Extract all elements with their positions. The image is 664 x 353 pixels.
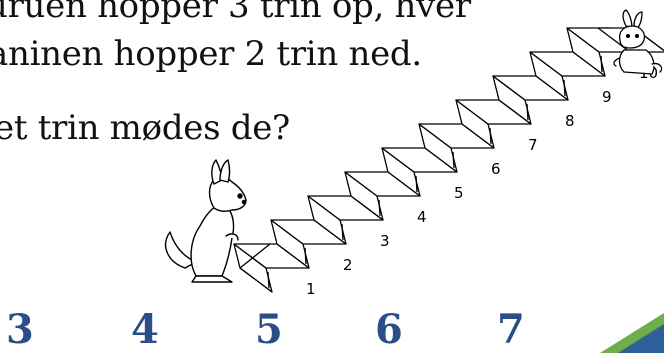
step-label: 3 bbox=[380, 232, 390, 250]
kangaroo-illustration bbox=[165, 159, 247, 283]
stair-edge bbox=[267, 271, 270, 289]
answer-option-b[interactable]: 4 bbox=[131, 306, 159, 353]
stair-edge bbox=[489, 127, 492, 145]
step-label: 1 bbox=[306, 280, 316, 298]
question-line-1: uruen hopper 3 trin op, hver bbox=[0, 0, 471, 26]
stair-edge bbox=[378, 199, 381, 217]
stair-base bbox=[239, 243, 271, 269]
stair-edge bbox=[600, 55, 603, 73]
answer-option-a[interactable]: 3 bbox=[6, 306, 34, 353]
step-label: 8 bbox=[565, 112, 575, 130]
stair-edge bbox=[341, 223, 344, 241]
stair-edge bbox=[563, 79, 566, 97]
answer-option-c[interactable]: 5 bbox=[255, 306, 283, 353]
step-label: 4 bbox=[417, 208, 427, 226]
stair-edge bbox=[304, 247, 307, 265]
step-label: 2 bbox=[343, 256, 353, 274]
question-line-2: aninen hopper 2 trin ned. bbox=[0, 34, 422, 74]
answer-option-e[interactable]: 7 bbox=[497, 306, 525, 353]
answer-option-d[interactable]: 6 bbox=[375, 306, 403, 353]
step-label: 7 bbox=[528, 136, 538, 154]
staircase bbox=[233, 27, 664, 293]
stair-base bbox=[239, 267, 273, 293]
step-label: 5 bbox=[454, 184, 464, 202]
question-line-3: et trin mødes de? bbox=[0, 108, 290, 148]
stair-edge bbox=[415, 175, 418, 193]
step-label: 6 bbox=[491, 160, 501, 178]
rabbit-illustration bbox=[613, 9, 663, 75]
stair-edge bbox=[452, 151, 455, 169]
step-label: 9 bbox=[602, 88, 612, 106]
stair-edge bbox=[526, 103, 529, 121]
